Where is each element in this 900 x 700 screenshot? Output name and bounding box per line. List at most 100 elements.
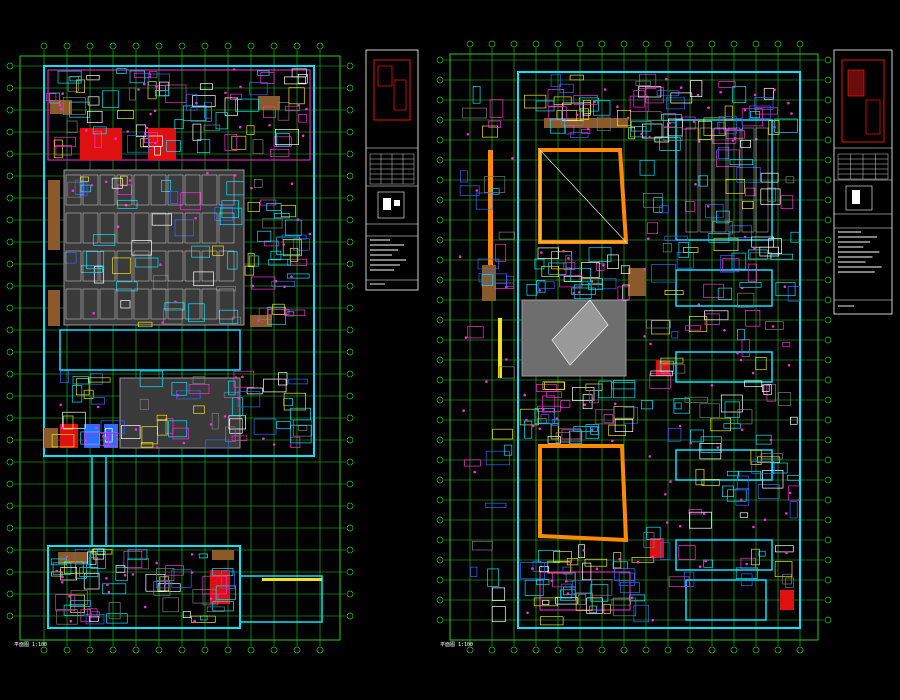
right-room — [542, 395, 556, 413]
left-column — [190, 571, 194, 574]
left-room — [139, 370, 163, 388]
left-room — [215, 585, 236, 600]
left-axis-bubble — [346, 480, 354, 488]
right-column — [613, 402, 617, 406]
left-column — [143, 82, 146, 86]
right-axis-bubble — [598, 40, 606, 48]
left-room — [244, 265, 255, 276]
right-column — [531, 567, 534, 570]
right-room — [740, 139, 751, 148]
left-column — [290, 182, 294, 185]
right-room — [787, 474, 800, 481]
parking-stall — [133, 250, 150, 282]
left-column — [224, 91, 227, 95]
right-axis-bubble — [436, 556, 444, 564]
right-room — [736, 166, 761, 183]
right-axis-bubble — [664, 40, 672, 48]
right-room — [751, 461, 775, 475]
left-room — [172, 427, 189, 440]
left-axis-bubble — [346, 172, 354, 180]
left-column — [61, 581, 64, 584]
left-column — [238, 125, 242, 129]
left-column — [272, 443, 276, 446]
right-room — [614, 418, 634, 432]
right-room — [555, 432, 571, 444]
left-room — [229, 418, 243, 434]
left-room — [206, 606, 225, 613]
right-room — [629, 594, 646, 602]
left-axis-bubble — [155, 646, 163, 654]
left-room — [55, 145, 72, 156]
right-column — [651, 555, 655, 559]
right-column — [555, 417, 559, 420]
left-room — [221, 200, 239, 219]
parking-stall — [65, 212, 82, 244]
right-room — [732, 86, 747, 104]
right-axis-bubble — [554, 40, 562, 48]
left-room — [225, 426, 236, 442]
left-room — [284, 219, 302, 236]
left-room — [247, 252, 255, 268]
left-room — [188, 303, 205, 323]
left-room — [102, 432, 118, 447]
left-axis-bubble — [346, 524, 354, 532]
right-room — [703, 117, 726, 136]
right-room — [782, 341, 791, 348]
right-room — [765, 321, 784, 330]
right-room — [664, 235, 688, 241]
right-room — [768, 120, 780, 135]
right-axis-bubble — [436, 536, 444, 544]
left-room — [192, 95, 216, 108]
right-room — [685, 201, 696, 212]
right-room — [774, 118, 798, 133]
right-room — [712, 220, 733, 235]
right-room — [723, 423, 741, 429]
right-room — [520, 562, 545, 580]
right-axis-bubble — [488, 646, 496, 654]
right-room — [719, 255, 735, 273]
parking-stall — [82, 288, 99, 320]
right-room — [532, 560, 542, 572]
left-room — [249, 81, 268, 96]
right-room — [540, 414, 550, 424]
right-room — [690, 429, 705, 443]
right-room — [459, 185, 480, 196]
left-room — [151, 213, 172, 226]
right-room — [533, 597, 558, 607]
left-room — [69, 76, 82, 82]
right-room — [699, 403, 720, 419]
left-axis-bubble — [6, 348, 14, 356]
right-room — [467, 326, 484, 339]
right-column — [648, 455, 652, 458]
right-axis-bubble — [576, 646, 584, 654]
right-column — [771, 325, 775, 328]
left-column — [174, 300, 177, 304]
left-room — [60, 567, 78, 581]
left-axis-bubble — [132, 646, 140, 654]
left-column — [84, 439, 88, 443]
left-axis-bubble — [346, 392, 354, 400]
right-column — [595, 567, 599, 571]
left-room — [168, 420, 188, 438]
left-room — [51, 434, 75, 448]
right-room — [713, 237, 739, 251]
left-room — [191, 245, 210, 258]
right-column — [783, 285, 787, 289]
left-plan-building-outline — [43, 65, 323, 629]
right-axis-bubble — [686, 646, 694, 654]
left-column — [209, 423, 213, 426]
desk-row — [741, 127, 755, 233]
left-room — [154, 90, 170, 97]
left-room — [221, 570, 235, 589]
left-column — [223, 415, 227, 418]
right-room — [582, 394, 593, 410]
left-room — [290, 407, 311, 421]
right-column — [702, 512, 706, 515]
parking-stall — [65, 174, 82, 206]
right-room — [639, 159, 655, 176]
right-room — [534, 408, 555, 425]
right-room — [561, 429, 582, 440]
left-room — [263, 240, 279, 247]
left-room — [54, 136, 76, 148]
right-key-plan — [841, 59, 885, 143]
